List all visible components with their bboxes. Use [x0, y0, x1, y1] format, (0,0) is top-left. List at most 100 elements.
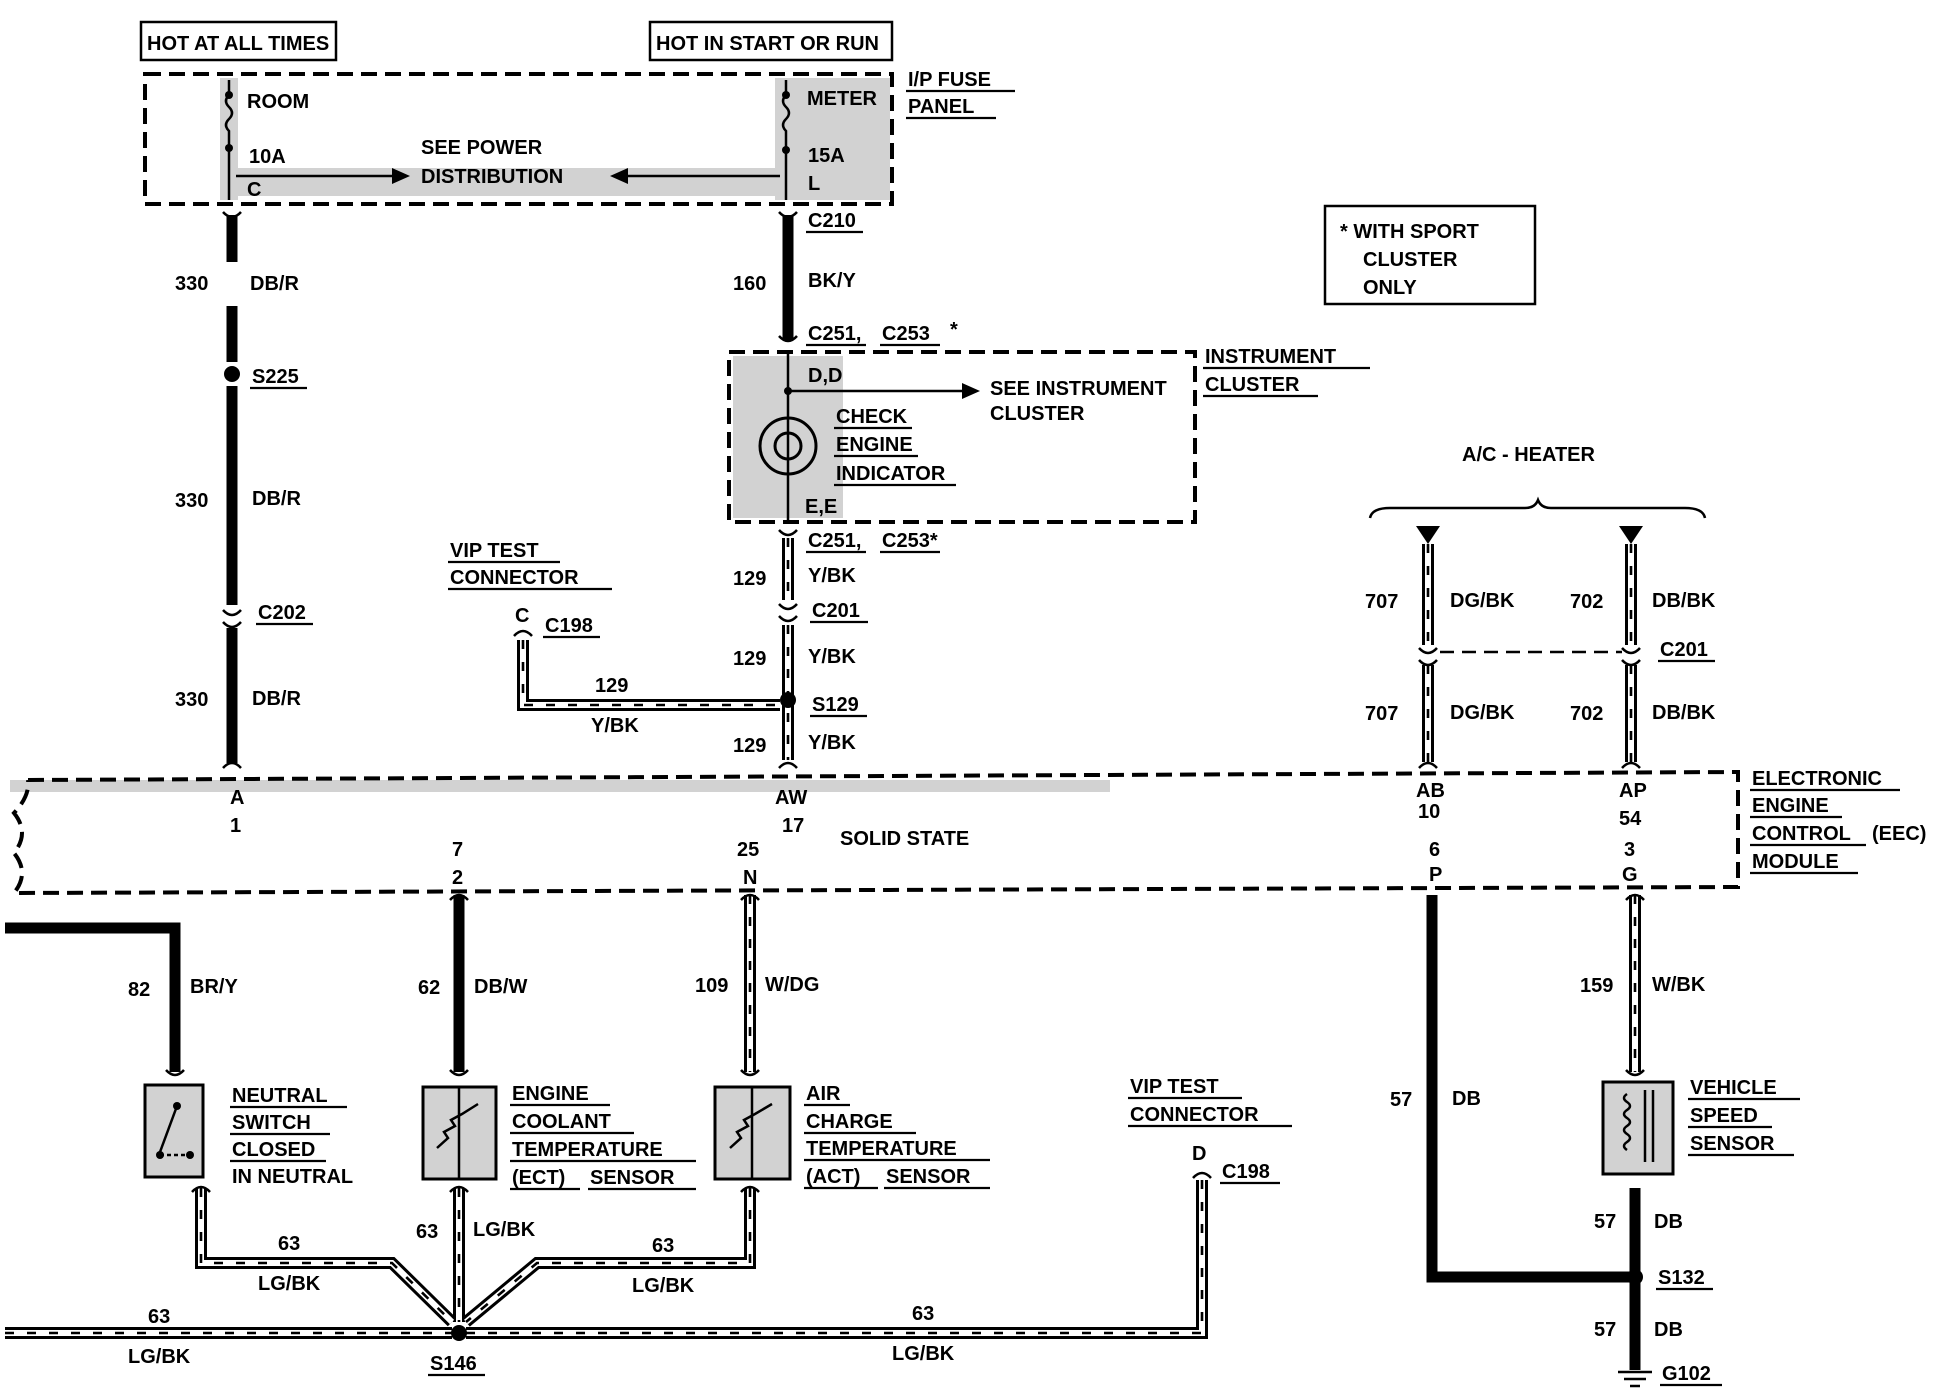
fuse-room-terminal [225, 144, 233, 152]
wire-number: 129 [733, 735, 766, 757]
wire-number: 57 [1594, 1211, 1616, 1233]
eec-pin-number: 25 [737, 839, 759, 861]
fuse-room-amps: 10A [249, 146, 286, 168]
check-engine-label: CHECK [836, 406, 908, 428]
note-line: ONLY [1363, 277, 1417, 299]
note-line: CLUSTER [1363, 249, 1458, 271]
circuit-63: S146 63 LG/BK 63 LG/BK 63 LG/BK 63 LG/BK… [5, 1076, 1292, 1377]
fuse-meter-amps: 15A [808, 145, 845, 167]
neutral-switch-label: SWITCH [232, 1112, 311, 1134]
circuit-159: 159 W/BK VEHICLE SPEED SENSOR [1580, 895, 1800, 1176]
eec-module-title: MODULE [1752, 851, 1839, 873]
wire-color: LG/BK [892, 1343, 955, 1365]
fuse-room-symbol [224, 80, 234, 200]
eec-pin-number: 17 [782, 815, 804, 837]
power-distribution-shade [232, 168, 784, 196]
hot-at-all-times-box [139, 20, 338, 62]
connector-label: C251, [808, 323, 861, 345]
wire-color: LG/BK [258, 1273, 321, 1295]
connector-label: C201 [1660, 639, 1708, 661]
ac-heater-brace [1368, 496, 1707, 519]
fuse-room-label: ROOM [247, 91, 309, 113]
eec-module-outline [9, 769, 1740, 896]
wire-color: Y/BK [808, 565, 856, 587]
splice-s146 [451, 1325, 467, 1341]
ip-fuse-panel-title: I/P FUSE [908, 69, 991, 91]
wire-color: DB [1452, 1088, 1481, 1110]
eec-pin-number: 1 [230, 815, 241, 837]
vip-connector-c-symbol [513, 629, 533, 637]
fuse-meter-pin: L [808, 173, 820, 195]
check-engine-label: INDICATOR [836, 463, 946, 485]
splice-label: S129 [812, 694, 859, 716]
neutral-switch-icon [143, 1083, 205, 1179]
vehicle-speed-sensor-icon [1601, 1080, 1675, 1176]
instrument-cluster-outline [727, 350, 1197, 524]
instrument-cluster-title: INSTRUMENT [1205, 346, 1336, 368]
eec-pin-letter: A [230, 787, 244, 809]
eec-module-title: ENGINE [1752, 795, 1829, 817]
wire-color: DB/BK [1652, 702, 1716, 724]
arrow-head-icon [962, 383, 980, 399]
wire-color: DB/W [474, 976, 527, 998]
splice-s225 [224, 366, 240, 382]
vip-pin-label: D [1192, 1143, 1206, 1165]
cluster-pin-label: E,E [805, 496, 837, 518]
see-instrument-label: SEE INSTRUMENT [990, 378, 1167, 400]
splice-s132 [1627, 1269, 1643, 1285]
vip-test-connector-title: VIP TEST [1130, 1076, 1219, 1098]
neutral-switch-label: IN NEUTRAL [232, 1166, 353, 1188]
fuse-meter-label: METER [807, 88, 878, 110]
eec-module: SOLID STATE A 1 AW 17 AB 10 AP 54 7 2 25… [9, 768, 1926, 896]
wire-number: 62 [418, 977, 440, 999]
wire-number: 57 [1390, 1089, 1412, 1111]
solid-state-label: SOLID STATE [840, 828, 969, 850]
splice-s129 [780, 692, 796, 708]
wire-color: DB/R [252, 488, 301, 510]
circuit-129: C251, C253* 129 Y/BK C201 129 Y/BK S129 … [448, 529, 940, 760]
connector-c202-symbol [222, 621, 242, 629]
ect-sensor-label: ENGINE [512, 1083, 589, 1105]
hot-in-start-or-run-box [648, 20, 894, 62]
vip-test-connector-title: CONNECTOR [450, 567, 579, 589]
wire-color: DB/R [250, 273, 299, 295]
connector-label: C198 [1222, 1161, 1270, 1183]
circuit-57: 57 DB 57 DB S132 57 DB G102 [1390, 895, 1722, 1388]
ip-fuse-panel-title: PANEL [908, 96, 974, 118]
wire-color: LG/BK [473, 1219, 536, 1241]
wire-color: W/BK [1652, 974, 1706, 996]
circuit-62: 62 DB/W ENGINE COOLANT TEMPERATURE (ECT)… [418, 895, 696, 1191]
wire-number: 129 [733, 568, 766, 590]
note-box [1323, 204, 1537, 306]
wire-number: 63 [912, 1303, 934, 1325]
see-power-label: DISTRIBUTION [421, 166, 563, 188]
eec-pin-number: 10 [1418, 801, 1440, 823]
connector-c201-symbol [778, 615, 798, 623]
wire-color: DB/R [252, 688, 301, 710]
connector-label: C253 [882, 323, 930, 345]
wire-color: W/DG [765, 974, 819, 996]
hot-at-all-times-label: HOT AT ALL TIMES [147, 33, 329, 55]
vip-pin-label: C [515, 605, 529, 627]
wire-number: 707 [1365, 591, 1398, 613]
vehicle-speed-sensor-label: VEHICLE [1690, 1077, 1777, 1099]
wire-color: Y/BK [808, 732, 856, 754]
fuse-panel: HOT AT ALL TIMES HOT IN START OR RUN ROO… [139, 20, 1015, 206]
note-line: * WITH SPORT [1340, 221, 1479, 243]
connector-c201-symbol [778, 603, 798, 611]
arrow-down-icon [1619, 526, 1643, 544]
neutral-switch-label: NEUTRAL [232, 1085, 328, 1107]
eec-pin-number: 6 [1429, 839, 1440, 861]
sport-cluster-note: * WITH SPORT CLUSTER ONLY [1323, 204, 1537, 306]
connector-label: C201 [812, 600, 860, 622]
circuit-160: C210 160 BK/Y C251, C253 * [733, 210, 958, 347]
wire-color: DG/BK [1450, 590, 1515, 612]
wire-color: Y/BK [808, 646, 856, 668]
eec-pin-letter: AB [1416, 780, 1445, 802]
wire-number: 707 [1365, 703, 1398, 725]
wire-number: 63 [278, 1233, 300, 1255]
see-power-label: SEE POWER [421, 137, 543, 159]
act-sensor-label: AIR [806, 1083, 841, 1105]
wire-number: 330 [175, 490, 208, 512]
wire-color: DG/BK [1450, 702, 1515, 724]
